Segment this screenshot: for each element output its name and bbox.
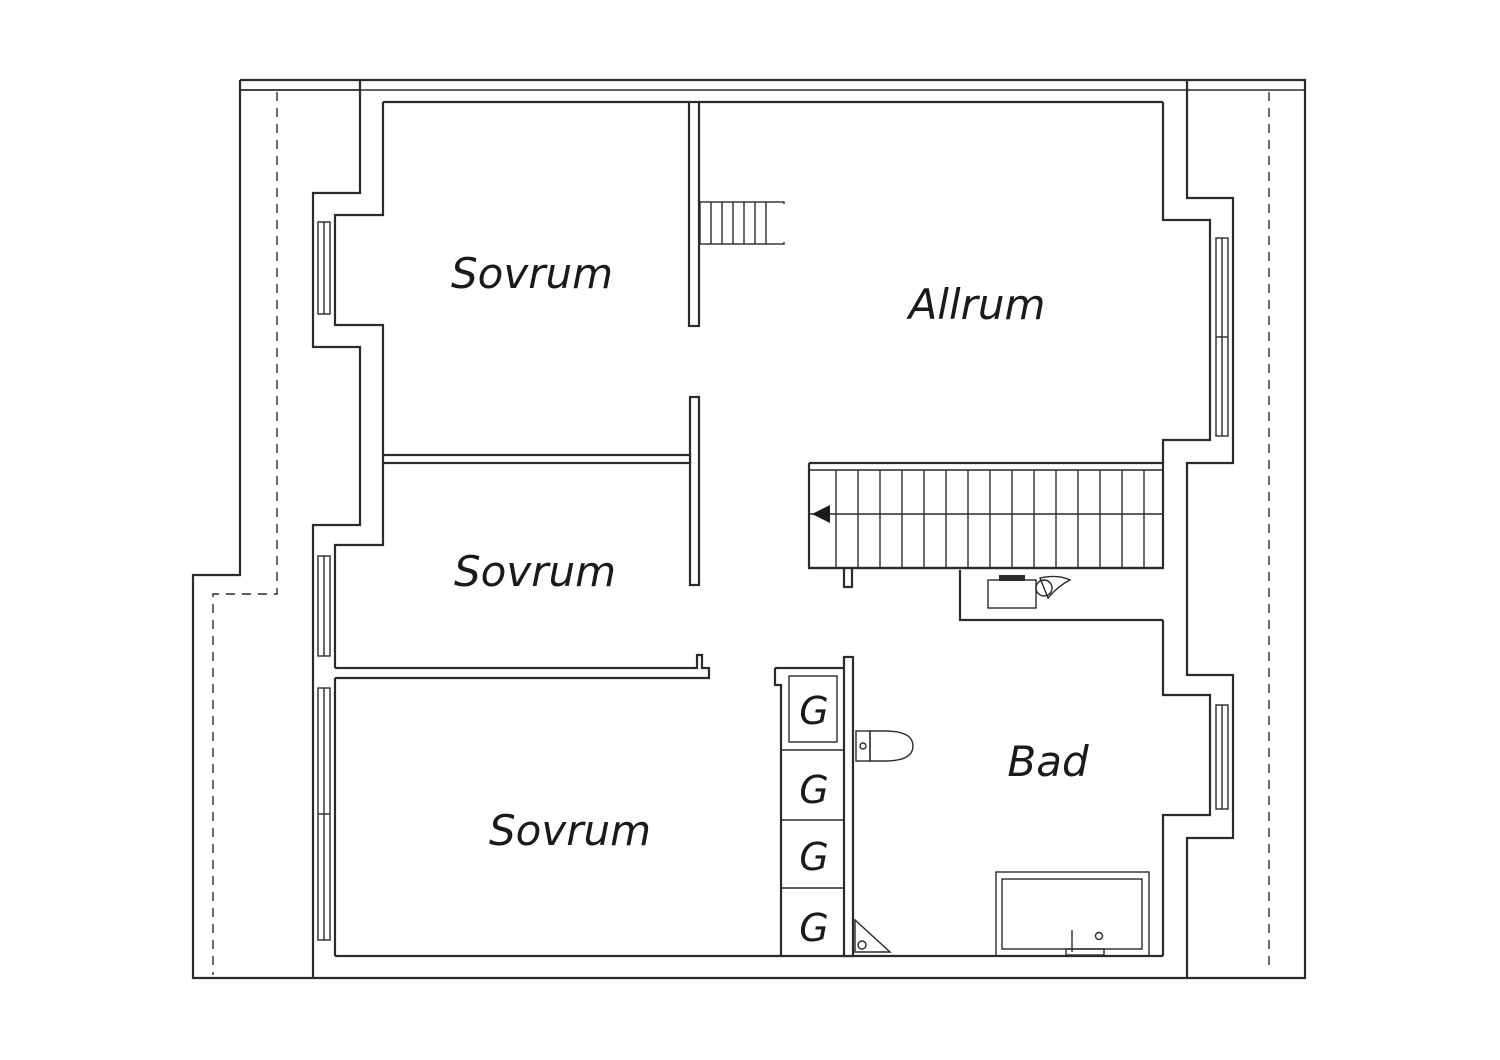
room-label-bad: Bad	[1007, 737, 1089, 786]
bathtub-icon	[995, 871, 1150, 957]
room-label-bedroom-middle: Sovrum	[454, 547, 616, 596]
shower-drain-icon	[854, 918, 892, 953]
window-right-bottom	[1215, 704, 1229, 810]
closet-label: G	[799, 689, 828, 733]
windows	[317, 221, 1229, 941]
closet-labels: G G G G	[799, 689, 828, 950]
closet-label: G	[799, 906, 828, 950]
window-left-bottom	[317, 687, 331, 941]
window-right-top	[1215, 237, 1229, 437]
room-label-bedroom-bottom: Sovrum	[489, 806, 651, 855]
room-label-allrum: Allrum	[906, 280, 1046, 329]
room-label-bedroom-top: Sovrum	[451, 249, 613, 298]
attic-ladder	[699, 201, 786, 245]
window-left-middle	[317, 555, 331, 657]
exterior-walls	[311, 80, 1235, 978]
closet-label: G	[799, 835, 828, 879]
closet-label: G	[799, 768, 828, 812]
toilet-icon	[855, 730, 914, 762]
window-left-top	[317, 221, 331, 315]
roof-outline	[191, 78, 1307, 980]
closets	[773, 666, 844, 956]
room-labels: Sovrum Allrum Sovrum Sovrum Bad	[451, 249, 1089, 855]
bathroom-fixtures	[854, 575, 1150, 957]
sink-icon	[987, 575, 1072, 609]
staircase	[807, 461, 1165, 570]
stair-direction-arrow	[812, 505, 830, 523]
interior-walls	[335, 100, 1163, 958]
